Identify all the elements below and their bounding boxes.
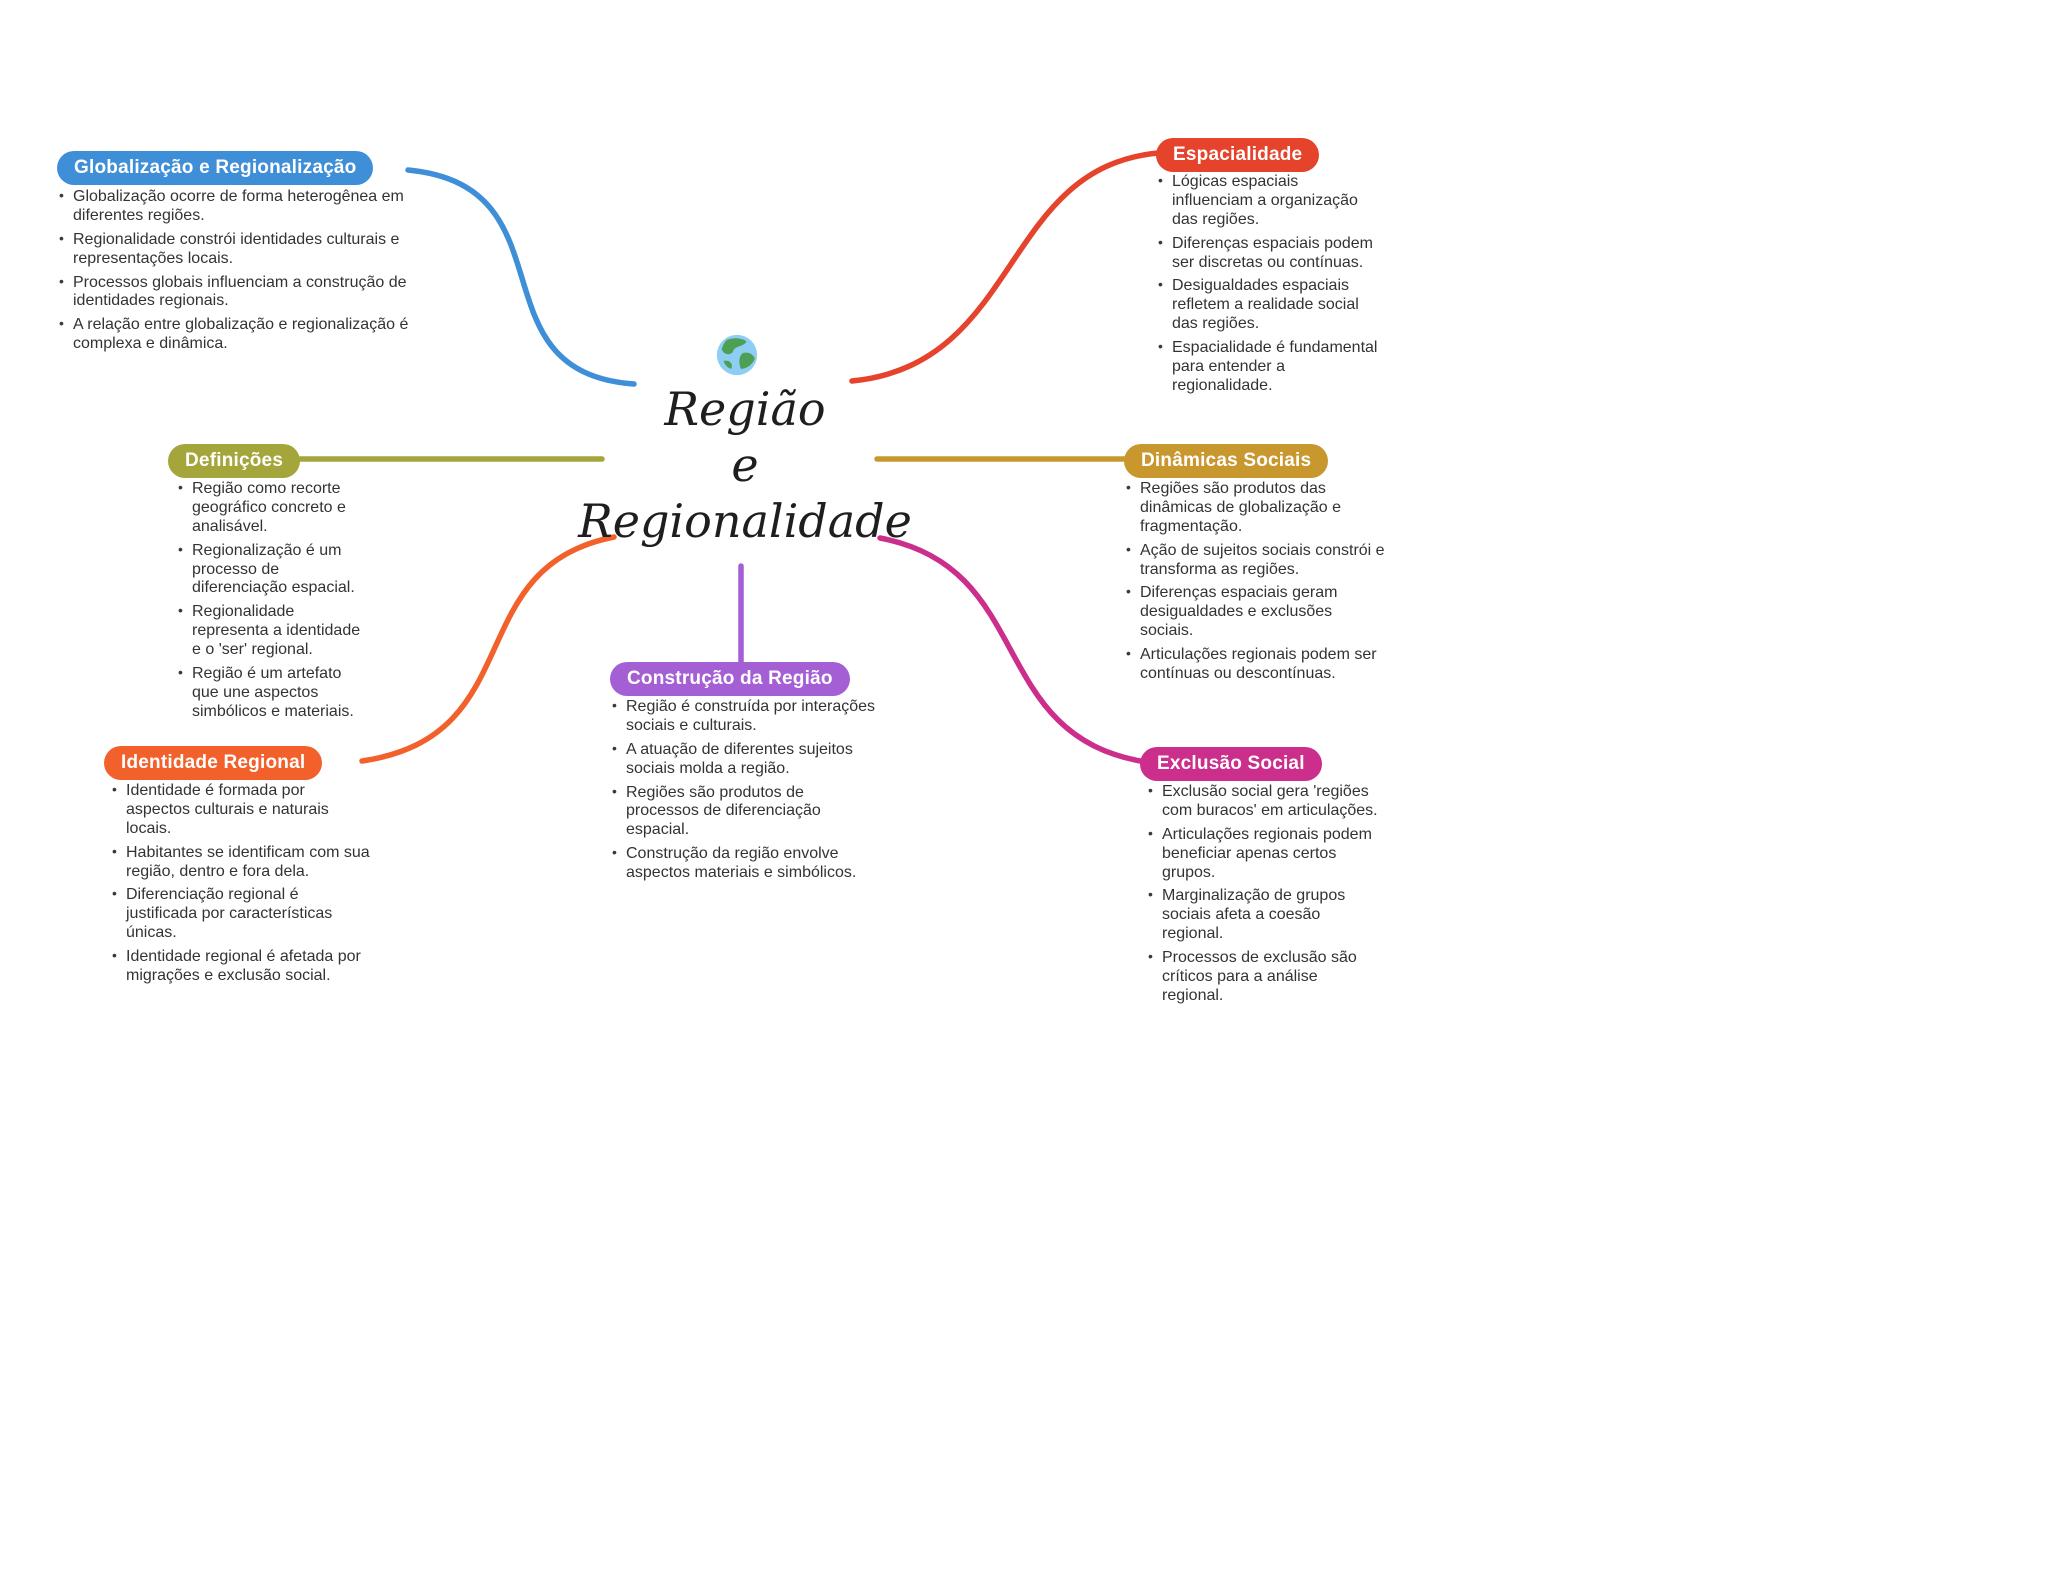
connector-identidade [359, 534, 617, 764]
node-dinamicas-sociais: Dinâmicas Sociais [1124, 444, 1329, 478]
bullet-item: Desigualdades espaciais refletem a reali… [1156, 276, 1380, 334]
bullet-item: Marginalização de grupos sociais afeta a… [1146, 886, 1380, 944]
connector-globalizacao [405, 167, 637, 387]
bullet-item: Globalização ocorre de forma heterogênea… [57, 187, 409, 226]
bullet-item: A relação entre globalização e regionali… [57, 315, 409, 354]
bullet-item: Identidade regional é afetada por migraç… [110, 947, 370, 986]
bullet-item: Identidade é formada por aspectos cultur… [110, 781, 370, 839]
bullet-item: Regionalidade constrói identidades cultu… [57, 230, 409, 269]
identidade-regional-bullets: Identidade é formada por aspectos cultur… [110, 781, 370, 991]
bullet-item: Região é um artefato que une aspectos si… [176, 664, 368, 722]
bullet-item: Regiões são produtos de processos de dif… [610, 783, 878, 841]
bullet-item: Processos de exclusão são críticos para … [1146, 948, 1380, 1006]
connector-espacialidade [849, 150, 1161, 384]
node-construcao-da-regiao: Construção da Região [610, 662, 850, 696]
construcao-da-regiao-bullets: Região é construída por interações socia… [610, 697, 878, 888]
definicoes-bullets: Região como recorte geográfico concreto … [176, 479, 368, 727]
bullet-item: Lógicas espaciais influenciam a organiza… [1156, 172, 1380, 230]
bullet-item: Espacialidade é fundamental para entende… [1156, 338, 1380, 396]
title-line: Regionalidade [578, 494, 912, 548]
connector-exclusao [877, 535, 1149, 765]
bullet-item: Regiões são produtos das dinâmicas de gl… [1124, 479, 1388, 537]
bullet-item: Regionalidade representa a identidade e … [176, 602, 368, 660]
title-line: Região [664, 382, 826, 436]
bullet-item: Ação de sujeitos sociais constrói e tran… [1124, 541, 1388, 580]
node-identidade-regional: Identidade Regional [104, 746, 323, 780]
center-topic-title: Região e Regionalidade [555, 381, 935, 549]
node-exclusao-social: Exclusão Social [1140, 747, 1322, 781]
node-globalizacao-e-regionalizacao: Globalização e Regionalização [57, 151, 374, 185]
bullet-item: Articulações regionais podem ser contínu… [1124, 645, 1388, 684]
bullet-item: Região como recorte geográfico concreto … [176, 479, 368, 537]
bullet-item: Habitantes se identificam com sua região… [110, 843, 370, 882]
bullet-item: A atuação de diferentes sujeitos sociais… [610, 740, 878, 779]
bullet-item: Processos globais influenciam a construç… [57, 273, 409, 312]
node-espacialidade: Espacialidade [1156, 138, 1320, 172]
bullet-item: Diferenciação regional é justificada por… [110, 885, 370, 943]
bullet-item: Diferenças espaciais geram desigualdades… [1124, 583, 1388, 641]
bullet-item: Exclusão social gera 'regiões com buraco… [1146, 782, 1380, 821]
espacialidade-bullets: Lógicas espaciais influenciam a organiza… [1156, 172, 1380, 401]
globe-icon [714, 332, 760, 378]
exclusao-social-bullets: Exclusão social gera 'regiões com buraco… [1146, 782, 1380, 1011]
bullet-item: Construção da região envolve aspectos ma… [610, 844, 878, 883]
bullet-item: Articulações regionais podem beneficiar … [1146, 825, 1380, 883]
globalizacao-bullets: Globalização ocorre de forma heterogênea… [57, 187, 409, 359]
bullet-item: Região é construída por interações socia… [610, 697, 878, 736]
title-line: e [731, 438, 759, 492]
bullet-item: Regionalização é um processo de diferenc… [176, 541, 368, 599]
bullet-item: Diferenças espaciais podem ser discretas… [1156, 234, 1380, 273]
dinamicas-sociais-bullets: Regiões são produtos das dinâmicas de gl… [1124, 479, 1388, 689]
node-definicoes: Definições [168, 444, 301, 478]
